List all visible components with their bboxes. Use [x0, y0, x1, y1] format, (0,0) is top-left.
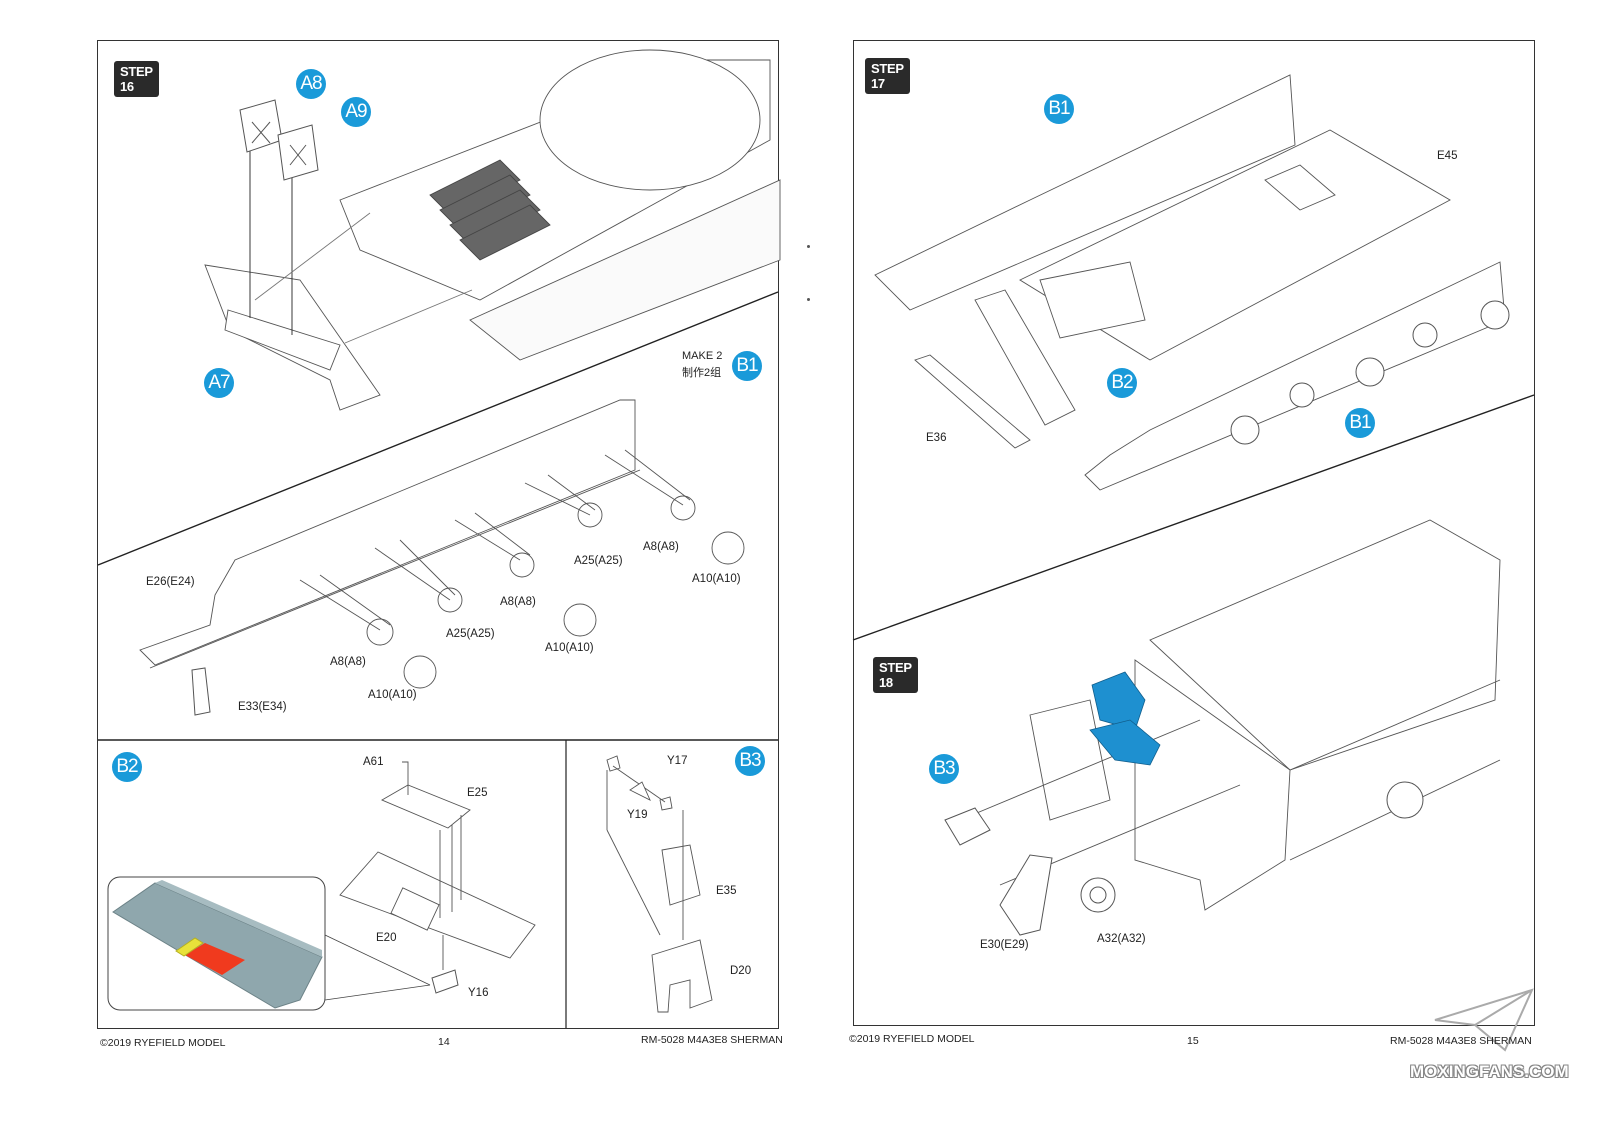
- housing-e30: [999, 854, 1053, 936]
- bracket-e33: [191, 667, 211, 716]
- callout-b2: B2: [112, 752, 142, 782]
- page-15-frame: [853, 40, 1535, 1026]
- part-label-y19: Y19: [627, 809, 648, 821]
- part-label-a25: A25(A25): [446, 628, 495, 640]
- footer-product: RM-5028 M4A3E8 SHERMAN: [641, 1034, 783, 1046]
- part-label-a8: A8(A8): [500, 596, 536, 608]
- step-18-label: STEP 18: [873, 657, 918, 693]
- hull-rear-drawing: [204, 49, 781, 411]
- part-label-e26: E26(E24): [146, 576, 195, 588]
- step-17-label: STEP 17: [865, 58, 910, 94]
- part-label-e20: E20: [376, 932, 397, 944]
- callout-a9: A9: [341, 97, 371, 127]
- b2-plate-e20: [339, 851, 536, 959]
- make-2-note: MAKE 2: [682, 350, 723, 362]
- part-label-y16: Y16: [468, 987, 489, 999]
- part-label-e36: E36: [926, 432, 947, 444]
- diagonal-divider: [97, 291, 779, 566]
- footer-page-number: 15: [1187, 1035, 1199, 1047]
- inset-red-area: [185, 943, 245, 975]
- part-label-e45: E45: [1437, 150, 1458, 162]
- callout-b1: B1: [732, 351, 762, 381]
- road-wheel-step18: [1386, 781, 1424, 819]
- part-label-e30: E30(E29): [980, 939, 1029, 951]
- page-14-frame: [97, 40, 779, 1029]
- jerrycan-a9: [277, 124, 319, 181]
- callout-a7: A7: [204, 368, 234, 398]
- part-label-d20: D20: [730, 965, 752, 977]
- inset-render: [112, 880, 323, 1009]
- b3-parts: [606, 755, 713, 1013]
- b2-plate-e25: [380, 761, 471, 970]
- watermark-text: MOXINGFANS.COM: [1410, 1062, 1569, 1081]
- step-16-label: STEP 16: [114, 61, 159, 97]
- part-label-a61: A61: [363, 756, 384, 768]
- part-label-a32: A32(A32): [1097, 933, 1146, 945]
- side-plate-e26: [139, 399, 641, 669]
- part-label-a10: A10(A10): [692, 573, 741, 585]
- part-label-a10: A10(A10): [368, 689, 417, 701]
- callout-b3: B3: [929, 754, 959, 784]
- inset-yellow-strip: [175, 937, 204, 957]
- binding-mark: [807, 245, 810, 248]
- callout-b3: B3: [735, 746, 765, 776]
- b2-part-y16: [431, 969, 459, 994]
- part-label-e33: E33(E34): [238, 701, 287, 713]
- transmission-highlight: [1089, 671, 1161, 766]
- part-label-a25: A25(A25): [574, 555, 623, 567]
- callout-a8: A8: [296, 69, 326, 99]
- part-label-e35: E35: [716, 885, 737, 897]
- footer-copyright: ©2019 RYEFIELD MODEL: [849, 1033, 975, 1045]
- part-label-e25: E25: [467, 787, 488, 799]
- suspension-units-step17: [1230, 300, 1510, 445]
- part-label-y17: Y17: [667, 755, 688, 767]
- footer-copyright: ©2019 RYEFIELD MODEL: [100, 1037, 226, 1049]
- hull-floor-drawing: [874, 74, 1506, 491]
- footer-page-number: 14: [438, 1036, 450, 1048]
- drive-assembly-b3: [944, 807, 991, 846]
- radiator-grille: [429, 159, 551, 261]
- binding-mark: [807, 298, 810, 301]
- callout-b2: B2: [1107, 368, 1137, 398]
- suspension-parts: [299, 449, 745, 689]
- diagonal-divider: [852, 394, 1535, 641]
- final-drive-a32: [1080, 877, 1116, 913]
- part-label-a8: A8(A8): [643, 541, 679, 553]
- part-label-a10: A10(A10): [545, 642, 594, 654]
- callout-b1-top: B1: [1044, 94, 1074, 124]
- make-2-note-chinese: 制作2组: [682, 367, 722, 379]
- footer-product: RM-5028 M4A3E8 SHERMAN: [1390, 1035, 1532, 1047]
- part-label-a8: A8(A8): [330, 656, 366, 668]
- hull-front-drawing: [959, 519, 1501, 911]
- watermark-plane-icon: [1434, 988, 1534, 1052]
- callout-b1-bottom: B1: [1345, 408, 1375, 438]
